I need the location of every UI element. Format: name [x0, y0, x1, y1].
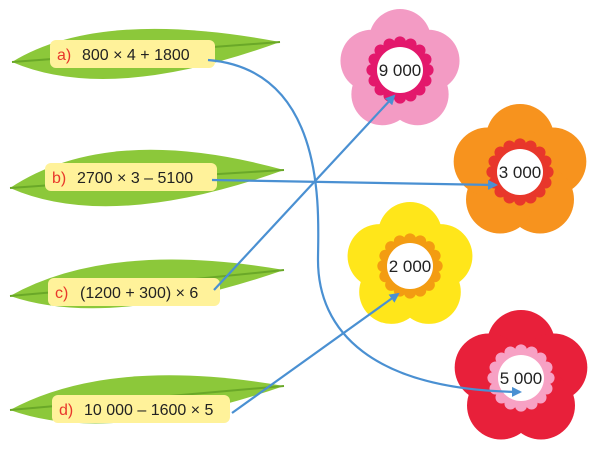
flower-2000: 2 000 [347, 202, 473, 324]
flower-9000-value: 9 000 [379, 61, 422, 80]
flower-3000: 3 000 [453, 104, 587, 234]
flower-5000: 5 000 [454, 310, 588, 440]
expression-b-text: 2700 × 3 – 5100 [77, 170, 193, 187]
expression-a-letter: a) [57, 47, 71, 64]
expression-d: d) 10 000 – 1600 × 5 [52, 395, 230, 423]
expression-b-letter: b) [52, 170, 66, 187]
flower-9000: 9 000 [340, 9, 460, 126]
arrow-c-to-9000 [213, 94, 396, 291]
arrow-b-to-3000 [211, 178, 498, 190]
expression-d-letter: d) [59, 402, 73, 419]
expression-a: a) 800 × 4 + 1800 [50, 40, 215, 68]
flower-3000-value: 3 000 [499, 163, 542, 182]
flower-2000-value: 2 000 [389, 257, 432, 276]
expression-c: c) (1200 + 300) × 6 [48, 278, 220, 306]
arrow-a-to-5000 [207, 58, 522, 397]
expression-c-text: (1200 + 300) × 6 [80, 285, 198, 302]
expression-d-text: 10 000 – 1600 × 5 [84, 402, 214, 419]
expression-a-text: 800 × 4 + 1800 [82, 47, 190, 64]
arrow-d-to-2000 [231, 292, 400, 414]
flower-5000-value: 5 000 [500, 369, 543, 388]
expression-c-letter: c) [55, 285, 68, 302]
expression-b: b) 2700 × 3 – 5100 [45, 163, 217, 191]
